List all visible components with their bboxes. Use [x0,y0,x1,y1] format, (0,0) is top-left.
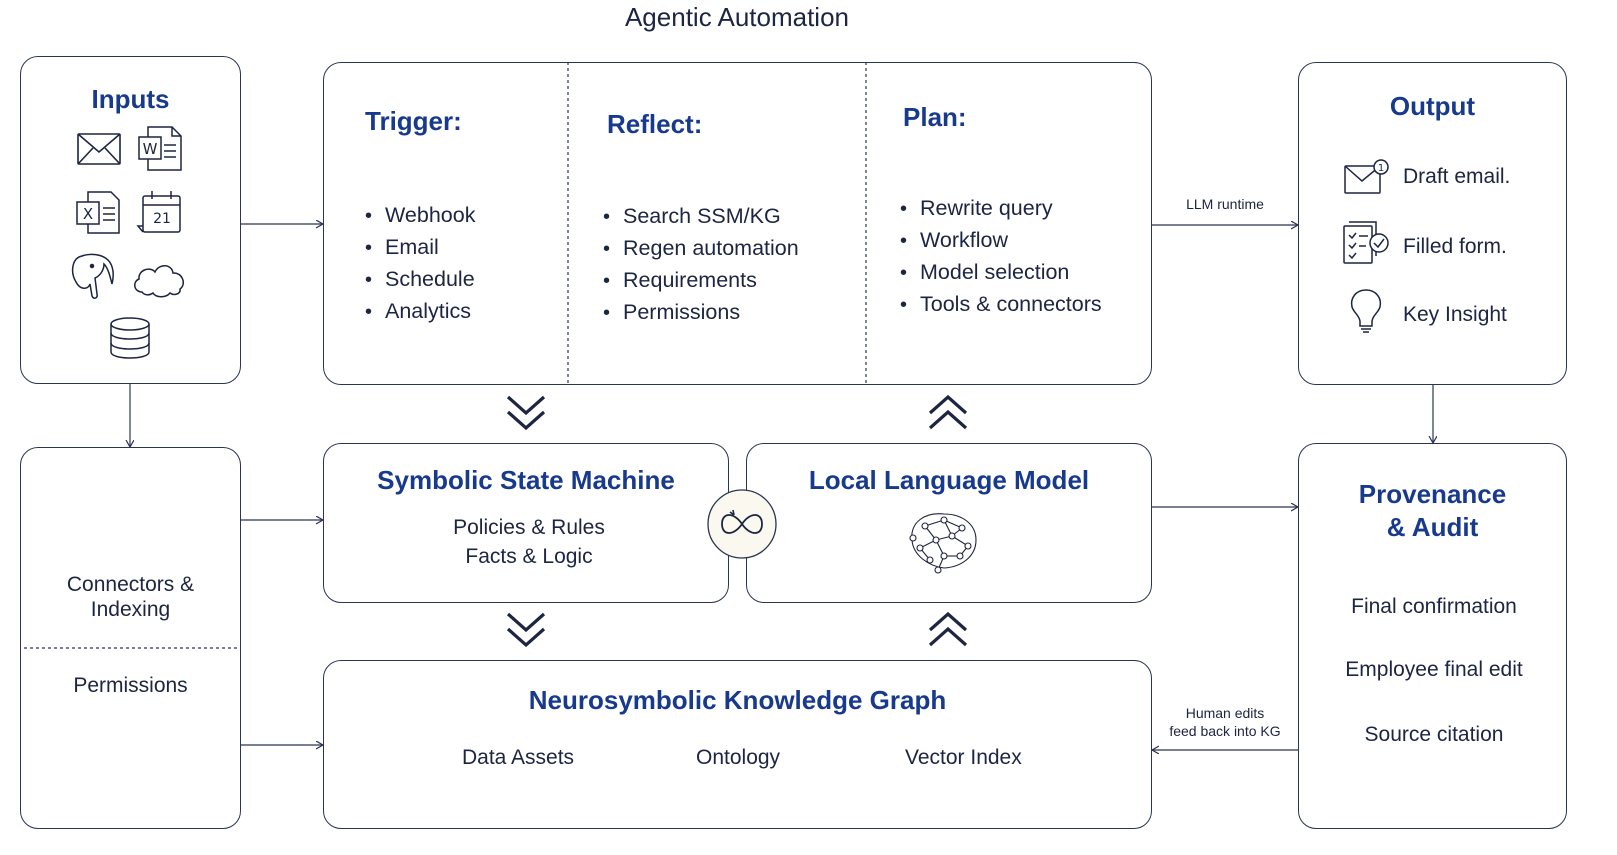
output-item-draft-email: Draft email. [1403,165,1511,188]
output-heading: Output [1389,91,1476,121]
human-edits-label-line2: feed back into KG [1169,723,1281,739]
word-document-icon: W [138,126,182,171]
svg-text:W: W [143,140,158,158]
email-icon [77,133,121,165]
reflect-item: Regen automation [603,233,799,265]
trigger-item: Email [365,232,475,264]
plan-heading: Plan: [903,102,967,132]
postgres-elephant-icon [71,253,114,299]
chevron-down-icon [506,612,546,648]
trigger-heading: Trigger: [365,106,462,136]
connectors-box [20,447,241,829]
llm-runtime-label: LLM runtime [1186,196,1264,212]
trigger-item: Analytics [365,296,475,328]
kg-box [323,660,1152,829]
reflect-heading: Reflect: [607,109,703,139]
database-icon [110,317,150,359]
provenance-item: Final confirmation [1351,595,1517,618]
diagram-title: Agentic Automation [624,2,850,32]
svg-text:1: 1 [1378,163,1384,174]
provenance-item: Source citation [1364,723,1504,746]
provenance-box [1298,443,1567,829]
ssm-line1: Policies & Rules [453,516,605,539]
neural-network-brain-icon [909,513,977,574]
svg-text:21: 21 [153,211,171,227]
trigger-item: Schedule [365,264,475,296]
local-llm-title: Local Language Model [808,465,1090,495]
plan-item: Workflow [900,225,1102,257]
reflect-item: Permissions [603,297,799,329]
inputs-heading: Inputs [91,84,170,114]
kg-title: Neurosymbolic Knowledge Graph [528,685,947,715]
kg-item-ontology: Ontology [696,746,781,769]
reflect-item: Search SSM/KG [603,201,799,233]
plan-item: Model selection [900,257,1102,289]
ssm-title: Symbolic State Machine [377,465,675,495]
spreadsheet-icon: X [76,191,120,234]
output-item-filled-form: Filled form. [1403,235,1507,258]
output-item-key-insight: Key Insight [1403,303,1507,326]
permissions-label: Permissions [73,674,188,697]
calendar-icon: 21 [136,191,181,233]
chevron-down-icon [506,395,546,431]
infinity-loop-icon [707,489,777,559]
svg-text:X: X [83,205,93,223]
provenance-heading-line1: Provenance [1358,479,1507,509]
chevron-up-icon [928,611,968,647]
plan-item: Rewrite query [900,193,1102,225]
email-notification-icon: 1 [1344,159,1389,194]
kg-item-vector-index: Vector Index [905,746,1022,769]
local-llm-box [746,443,1152,603]
kg-item-data-assets: Data Assets [462,746,575,769]
reflect-item: Requirements [603,265,799,297]
lightbulb-icon [1350,289,1382,333]
provenance-heading-line2: & Audit [1386,512,1479,542]
plan-item: Tools & connectors [900,289,1102,321]
checklist-form-icon [1343,221,1389,264]
connectors-label-line2: Indexing [90,598,171,621]
trigger-list: Webhook Email Schedule Analytics [365,200,475,328]
cloud-icon [134,265,184,298]
plan-list: Rewrite query Workflow Model selection T… [900,193,1102,321]
ssm-line2: Facts & Logic [465,545,593,568]
output-box [1298,62,1567,385]
human-edits-label-line1: Human edits [1185,705,1265,721]
connectors-label-line1: Connectors & [66,573,195,596]
chevron-up-icon [928,394,968,430]
provenance-item: Employee final edit [1345,658,1523,681]
trigger-item: Webhook [365,200,475,232]
reflect-list: Search SSM/KG Regen automation Requireme… [603,201,799,329]
